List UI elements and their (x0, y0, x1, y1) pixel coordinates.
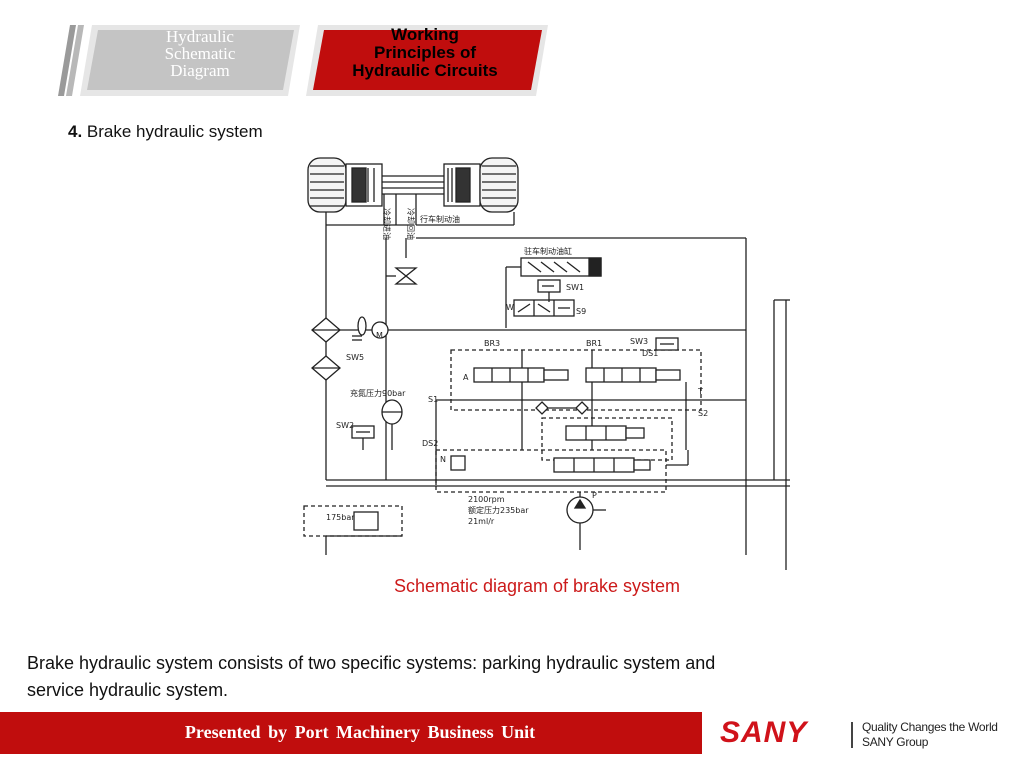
label-pump-displacement: 21ml/r (468, 517, 495, 526)
footer: Presented by Port Machinery Business Uni… (0, 712, 1024, 754)
label-parking-cylinder: 驻车制动油缸 (524, 246, 572, 256)
label-pump-rpm: 2100rpm (468, 495, 505, 504)
label-sw2: SW2 (336, 421, 354, 430)
label-ds2: DS2 (422, 439, 438, 448)
label-motor: M (376, 331, 383, 340)
brand-tagline: Quality Changes the World SANY Group (862, 720, 998, 750)
label-cooling-in: 冷却进油 (382, 208, 392, 240)
label-a: A (463, 373, 469, 382)
body-paragraph: Brake hydraulic system consists of two s… (27, 653, 716, 700)
label-t: T (697, 387, 703, 396)
footer-bar (0, 712, 702, 754)
section-heading: 4. Brake hydraulic system (68, 122, 263, 142)
label-sw3: SW3 (630, 337, 648, 346)
label-br1: BR1 (586, 339, 602, 348)
label-accumulator: 充氮压力90bar (350, 388, 406, 398)
section-title: Brake hydraulic system (86, 122, 263, 141)
right-tire (443, 157, 519, 213)
label-s9: S9 (576, 307, 586, 316)
sany-logo: SANY Quality Changes the World SANY Grou… (720, 716, 1020, 752)
tab-working-principles-label[interactable]: Working Principles of Hydraulic Circuits (325, 26, 525, 80)
tagline-line-1: Quality Changes the World (862, 720, 998, 734)
label-ds1: DS1 (642, 349, 658, 358)
tab-label-line: Hydraulic (166, 27, 234, 46)
label-cooling-out: 冷却回油 (406, 208, 416, 240)
brand-wordmark: SANY (720, 716, 808, 749)
tab-label-line: Diagram (170, 61, 230, 80)
label-s2: S2 (698, 409, 708, 418)
section-number: 4. (68, 122, 83, 141)
label-br3: BR3 (484, 339, 500, 348)
tab-working-principles[interactable] (313, 30, 542, 90)
tab-hydraulic-schematic-label[interactable]: Hydraulic Schematic Diagram (120, 28, 280, 79)
label-n: N (440, 455, 446, 464)
footer-presented-by: Presented by Port Machinery Business Uni… (184, 722, 536, 742)
left-tire (307, 157, 383, 213)
label-pump-pressure: 额定压力235bar (468, 505, 529, 515)
label-s1: S1 (428, 395, 438, 404)
tagline-line-2: SANY Group (862, 735, 929, 749)
label-sw1: SW1 (566, 283, 584, 292)
figure-caption: Schematic diagram of brake system (393, 576, 681, 596)
tab-label-line: Hydraulic Circuits (352, 61, 498, 80)
label-175bar: 175bar (326, 513, 355, 522)
stripe-decoration (58, 25, 76, 96)
tab-label-line: Principles of (373, 43, 477, 62)
tab-hydraulic-schematic[interactable] (87, 30, 294, 90)
stripe-decoration (66, 25, 84, 96)
tab-label-line: Schematic (164, 44, 236, 63)
label-brake-oil: 行车制动油 (420, 214, 460, 224)
label-p: P (592, 491, 597, 500)
logo-divider (851, 722, 853, 748)
brake-system-schematic: 冷却进油 冷却回油 行车制动油 驻车制动油缸 SW1 S9 W BR3 BR1 … (296, 150, 790, 570)
label-w: W (506, 303, 514, 312)
schematic-drawing: 冷却进油 冷却回油 行车制动油 驻车制动油缸 SW1 S9 W BR3 BR1 … (303, 157, 790, 570)
section-tabs: Hydraulic Schematic Diagram Working Prin… (0, 0, 1024, 110)
tabs-graphic (58, 25, 548, 96)
tab-label-line: Working (391, 25, 459, 44)
label-sw5: SW5 (346, 353, 364, 362)
